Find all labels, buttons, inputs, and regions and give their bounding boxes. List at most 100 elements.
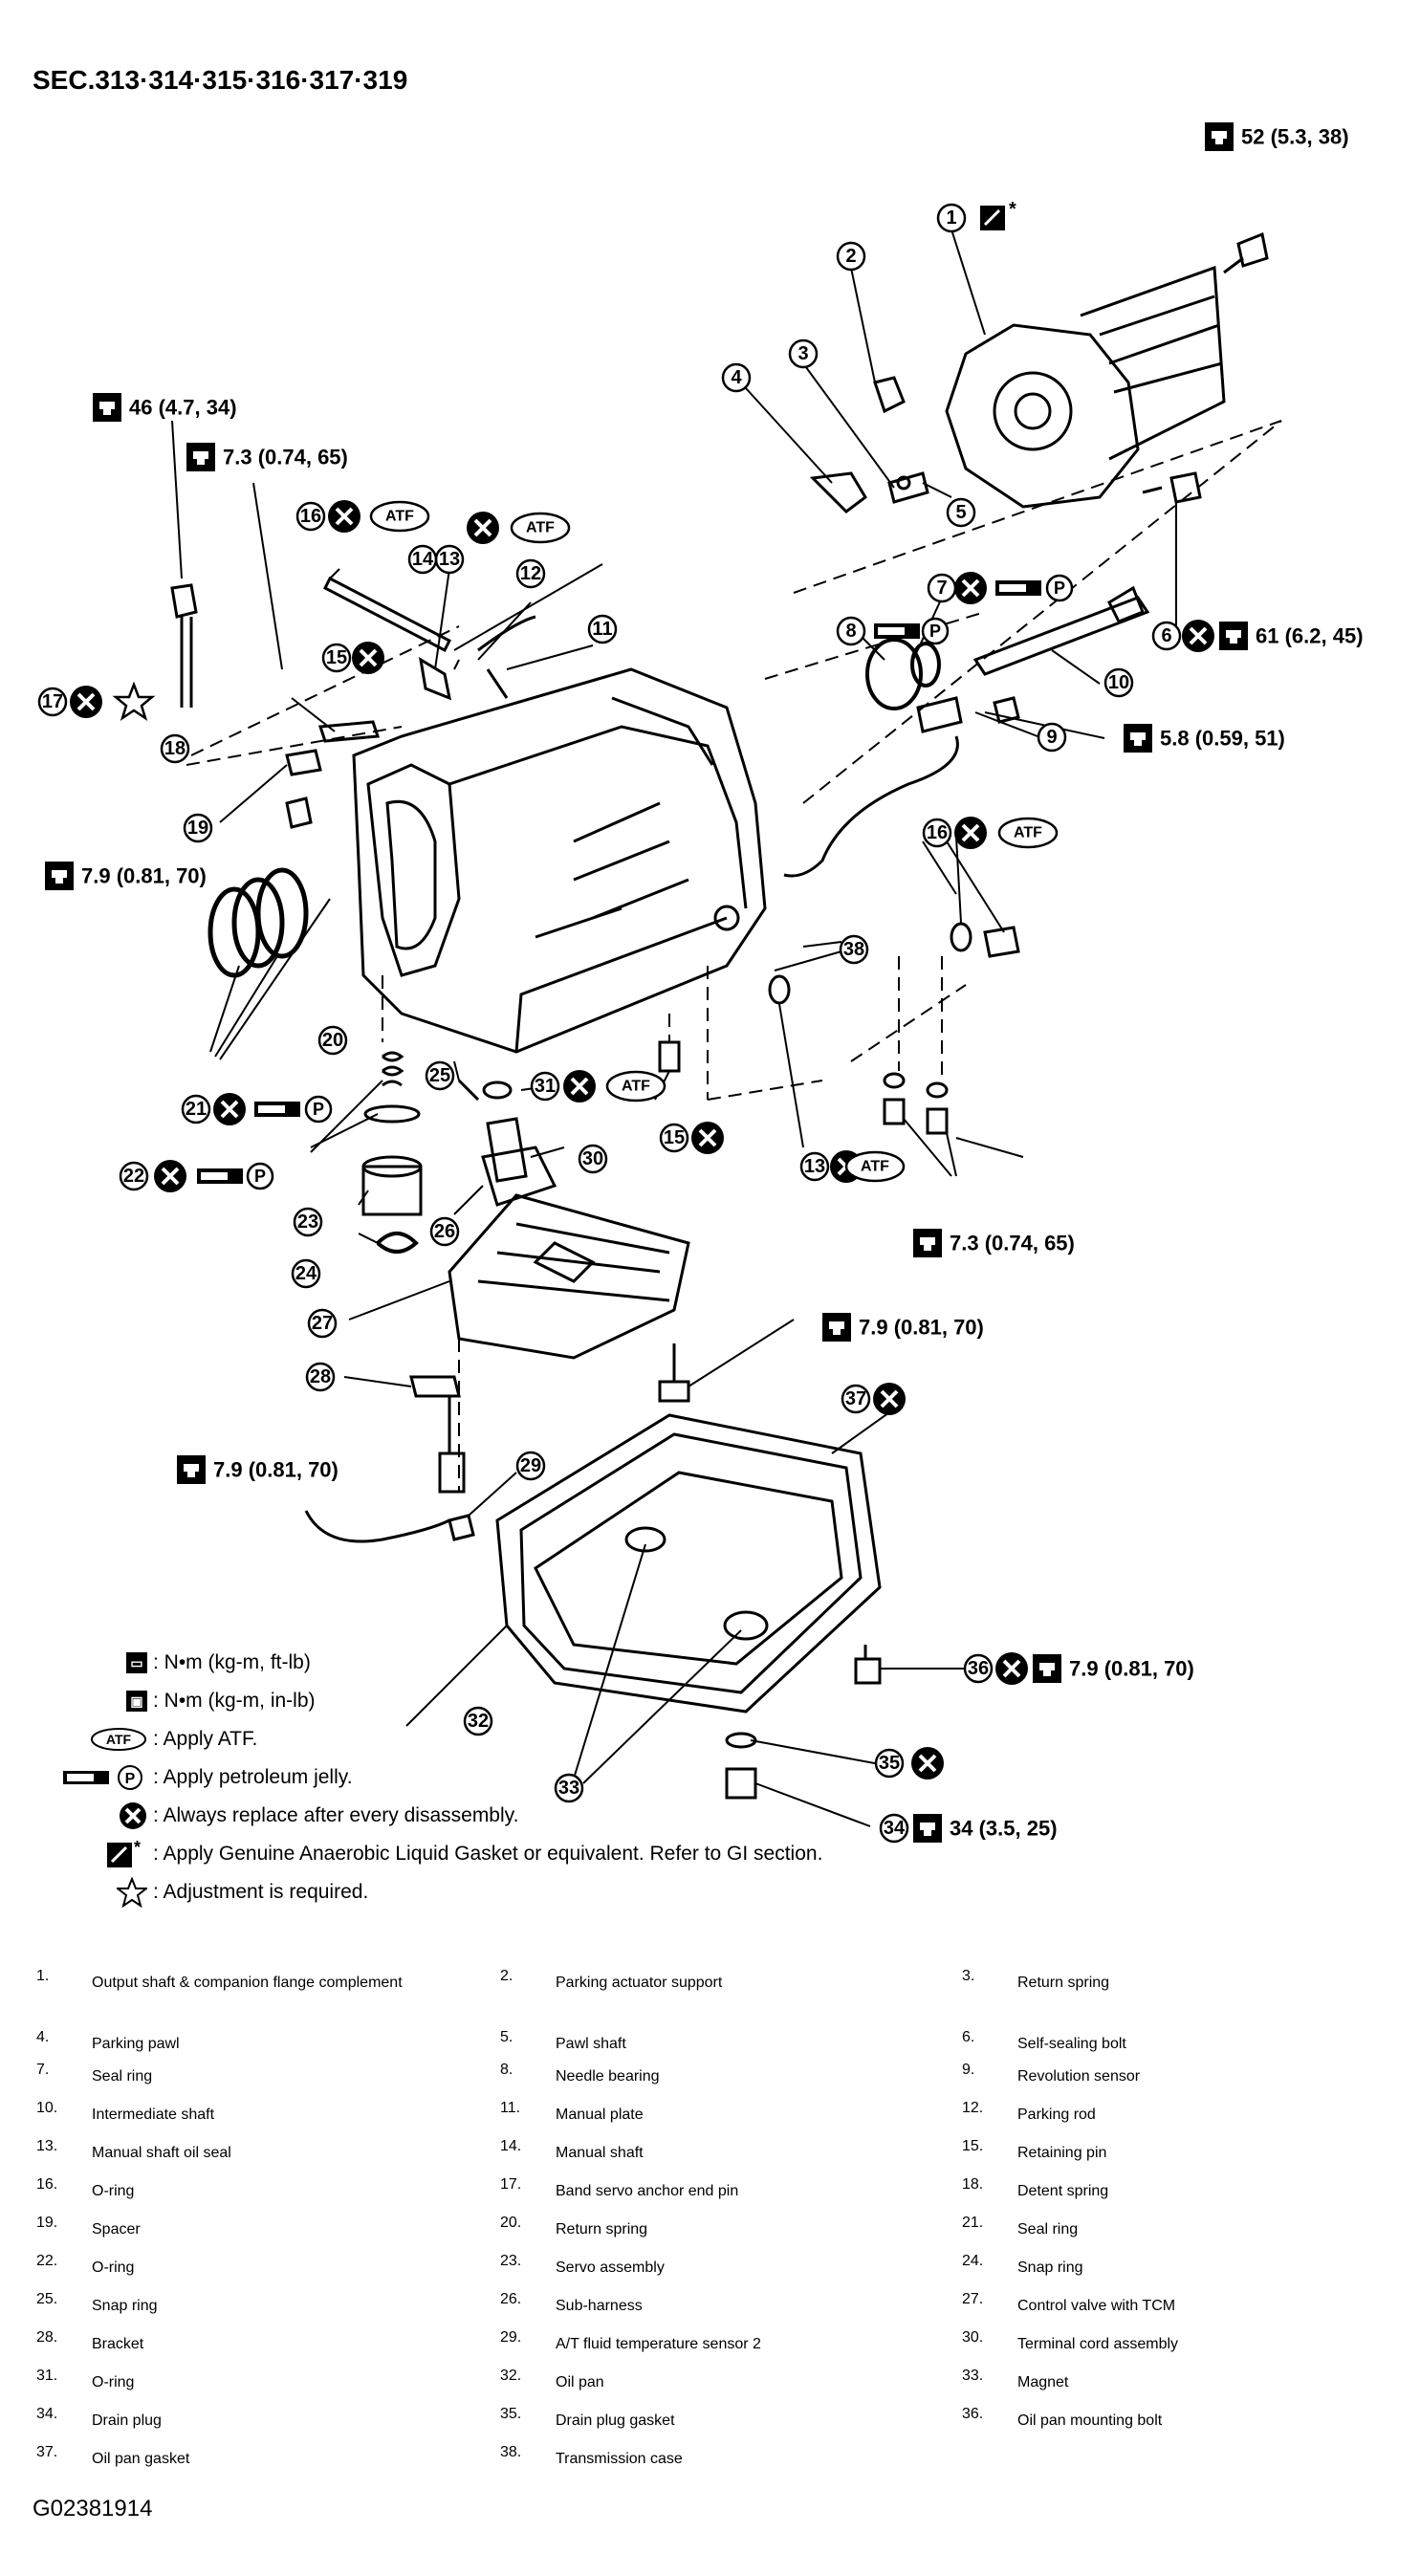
torque-icons: [45, 122, 1248, 1843]
self-sealing-bolt: [1142, 471, 1202, 504]
part-name: Parking pawl: [92, 2036, 180, 2052]
part-name: O-ring: [92, 2183, 135, 2199]
output-shaft-flange: [945, 265, 1226, 509]
callout-8: 8: [845, 621, 856, 642]
legend-row: ▭ : N•m (kg-m, ft-lb): [38, 1645, 311, 1681]
star-icon: [38, 1877, 153, 1908]
part-number: 4.: [36, 2029, 50, 2045]
part-name: Magnet: [1017, 2374, 1069, 2390]
part-number: 36.: [962, 2406, 984, 2422]
callout-21: 21: [186, 1099, 207, 1120]
torque-52: 52 (5.3, 38): [1241, 125, 1349, 149]
part-number: 5.: [500, 2029, 513, 2045]
part-number: 37.: [36, 2444, 58, 2460]
p-label: P: [929, 622, 941, 641]
part-name: Oil pan: [556, 2374, 604, 2390]
svg-text:ATF: ATF: [106, 1732, 132, 1747]
callout-20: 20: [322, 1030, 343, 1051]
part-name: Detent spring: [1017, 2183, 1109, 2199]
legend-text: : N•m (kg-m, ft-lb): [153, 1651, 311, 1673]
callout-36: 36: [968, 1658, 989, 1679]
part-name: Terminal cord assembly: [1017, 2336, 1179, 2352]
part-name: Oil pan mounting bolt: [1017, 2412, 1163, 2429]
part-name: Parking actuator support: [556, 1975, 723, 1991]
torque-7-9-a: 7.9 (0.81, 70): [81, 864, 207, 888]
callout-33: 33: [558, 1778, 579, 1799]
torque-34: 34 (3.5, 25): [950, 1817, 1058, 1841]
parking-parts: [809, 376, 929, 513]
part-number: 33.: [962, 2368, 984, 2384]
callout-22: 22: [123, 1166, 144, 1187]
callout-9: 9: [1046, 727, 1057, 748]
intermediate-shaft: [972, 585, 1150, 676]
part-number: 10.: [36, 2100, 58, 2116]
part-name: Oil pan gasket: [92, 2451, 190, 2467]
part-number: 7.: [36, 2062, 50, 2078]
seal-rings: [865, 638, 941, 710]
bolt-top: [1223, 231, 1269, 274]
part-number: 35.: [500, 2406, 522, 2422]
atf-marks: [369, 500, 1059, 1183]
part-name: Control valve with TCM: [1017, 2298, 1176, 2314]
svg-text:*: *: [134, 1840, 141, 1857]
part-name: Seal ring: [1017, 2221, 1079, 2238]
part-name: Return spring: [1017, 1975, 1110, 1991]
part-name: Bracket: [92, 2336, 144, 2352]
callout-34: 34: [884, 1818, 906, 1839]
legend-row: P : Apply petroleum jelly.: [38, 1759, 353, 1796]
part-name: Manual plate: [556, 2107, 644, 2123]
part-name: Return spring: [556, 2221, 648, 2238]
part-number: 3.: [962, 1968, 975, 1984]
torque-5-8: 5.8 (0.59, 51): [1160, 727, 1285, 751]
p-label: P: [1054, 579, 1065, 598]
part-number: 23.: [500, 2253, 522, 2269]
section-header: SEC.313·314·315·316·317·319: [33, 65, 408, 95]
callout-24: 24: [295, 1263, 317, 1284]
part-number: 24.: [962, 2253, 984, 2269]
part-name: Snap ring: [92, 2298, 158, 2314]
part-number: 19.: [36, 2215, 58, 2231]
callout-25: 25: [429, 1065, 450, 1086]
part-number: 27.: [962, 2291, 984, 2307]
part-number: 9.: [962, 2062, 975, 2078]
part-number: 2.: [500, 1968, 513, 1984]
atf-label: ATF: [526, 520, 555, 536]
callout-2: 2: [845, 246, 856, 267]
callout-19: 19: [187, 818, 208, 839]
torque-inlb-icon: ▣: [38, 1691, 153, 1712]
callout-32: 32: [468, 1711, 489, 1732]
gasket-icon: *: [38, 1840, 153, 1868]
part-name: Retaining pin: [1017, 2145, 1107, 2161]
part-number: 22.: [36, 2253, 58, 2269]
part-name: Snap ring: [1017, 2259, 1083, 2276]
atf-label: ATF: [1014, 825, 1042, 841]
callout-28: 28: [310, 1366, 331, 1387]
part-number: 31.: [36, 2368, 58, 2384]
torque-ftlb-icon: ▭: [38, 1652, 153, 1673]
legend-text: : Apply ATF.: [153, 1728, 258, 1750]
part-number: 13.: [36, 2138, 58, 2154]
callout-12: 12: [520, 563, 541, 584]
atf-icon: ATF: [38, 1727, 153, 1752]
legend-text: : Apply Genuine Anaerobic Liquid Gasket …: [153, 1843, 823, 1865]
part-name: Seal ring: [92, 2068, 153, 2085]
part-name: Parking rod: [1017, 2107, 1096, 2123]
oil-pan: [495, 1413, 882, 1714]
torque-7-3-b: 7.3 (0.74, 65): [950, 1232, 1075, 1255]
callout-31: 31: [535, 1076, 556, 1097]
callout-27: 27: [312, 1313, 333, 1334]
band-servo-pin: [170, 583, 198, 708]
part-name: Needle bearing: [556, 2068, 660, 2085]
part-number: 1.: [36, 1968, 50, 1984]
gasket-mark: [980, 206, 1005, 230]
callout-6: 6: [1161, 625, 1171, 646]
callout-7: 7: [936, 578, 947, 599]
callout-26: 26: [434, 1221, 455, 1242]
torque-7-9-c: 7.9 (0.81, 70): [213, 1458, 339, 1482]
part-name: Intermediate shaft: [92, 2107, 215, 2123]
part-number: 29.: [500, 2329, 522, 2346]
legend-row: ▣ : N•m (kg-m, in-lb): [38, 1683, 316, 1719]
callout-5: 5: [955, 502, 966, 523]
torque-7-3-a: 7.3 (0.74, 65): [223, 446, 348, 469]
part-number: 6.: [962, 2029, 975, 2045]
